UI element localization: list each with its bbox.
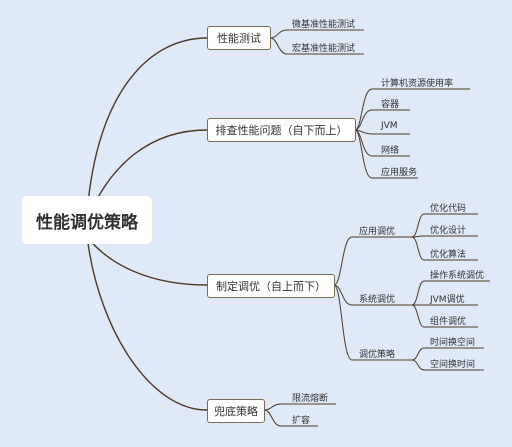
branch-tuning-plan[interactable]: 制定调优（自上而下） [207,274,335,298]
leaf-component-tuning[interactable]: 组件调优 [430,317,467,327]
leaf-container[interactable]: 容器 [381,100,400,110]
leaf-space-for-time[interactable]: 空间换时间 [430,360,476,370]
leaf-jvm-tuning[interactable]: JVM调优 [430,295,465,305]
branch-performance-testing[interactable]: 性能测试 [207,26,271,50]
leaf-micro-benchmark[interactable]: 微基准性能测试 [292,20,356,30]
leaf-time-for-space[interactable]: 时间换空间 [430,338,476,348]
leaf-scale-out[interactable]: 扩容 [292,416,311,426]
leaf-jvm[interactable]: JVM [381,121,398,131]
group-tuning-strategy[interactable]: 调优策略 [359,350,396,360]
branch-fallback-strategy[interactable]: 兜底策略 [207,399,265,423]
leaf-os-tuning[interactable]: 操作系统调优 [430,271,485,281]
branch-connectors [263,29,490,427]
leaf-network[interactable]: 网络 [381,146,400,156]
leaf-macro-benchmark[interactable]: 宏基准性能测试 [292,44,356,54]
leaf-rate-limit-circuit-break[interactable]: 限流熔断 [292,394,329,404]
leaf-app-service[interactable]: 应用服务 [381,168,418,178]
leaf-optimize-design[interactable]: 优化设计 [430,226,467,236]
group-system-tuning[interactable]: 系统调优 [359,295,396,305]
branch-troubleshooting[interactable]: 排查性能问题（自下而上） [207,118,356,142]
group-app-tuning[interactable]: 应用调优 [359,227,396,237]
leaf-optimize-algorithm[interactable]: 优化算法 [430,250,467,260]
root-node[interactable]: 性能调优策略 [22,196,152,244]
leaf-resource-usage[interactable]: 计算机资源使用率 [381,79,454,89]
leaf-optimize-code[interactable]: 优化代码 [430,204,467,214]
